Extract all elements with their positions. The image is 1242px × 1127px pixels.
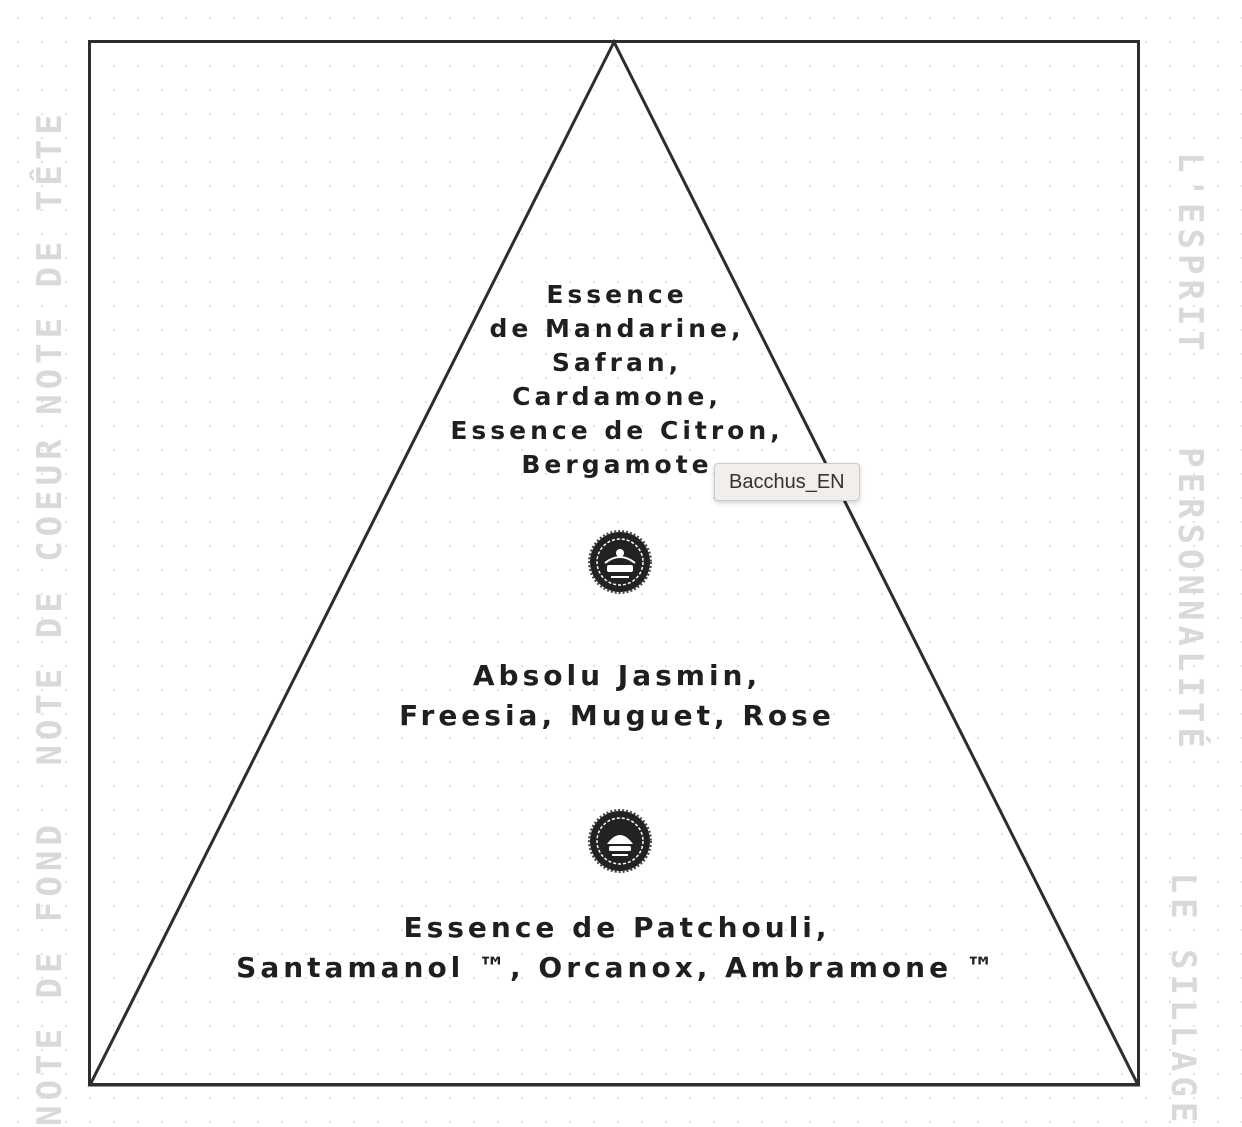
top-note-line: Essence de Citron, xyxy=(450,416,784,445)
top-note-line: Safran, xyxy=(551,348,683,377)
base-notes: Essence de Patchouli, Santamanol ™, Orca… xyxy=(0,908,1238,988)
heart-notes: Absolu Jasmin, Freesia, Muguet, Rose xyxy=(0,656,1238,736)
ornate-medallion-icon xyxy=(588,809,652,873)
top-note-line: Cardamone, xyxy=(512,382,722,411)
top-notes: Essence de Mandarine, Safran, Cardamone,… xyxy=(0,278,1238,482)
base-note-line: Essence de Patchouli, xyxy=(403,911,831,944)
top-note-line: de Mandarine, xyxy=(489,314,745,343)
heart-note-line: Freesia, Muguet, Rose xyxy=(399,699,835,732)
image-tooltip: Bacchus_EN xyxy=(714,463,860,501)
top-note-line: Bergamote xyxy=(521,450,713,479)
base-note-line: Santamanol ™, Orcanox, Ambramone ™ xyxy=(236,951,998,984)
pyramid-outline xyxy=(87,38,1141,1087)
ornate-medallion-icon xyxy=(588,530,652,594)
heart-note-line: Absolu Jasmin, xyxy=(472,659,762,692)
top-note-line: Essence xyxy=(546,280,688,309)
